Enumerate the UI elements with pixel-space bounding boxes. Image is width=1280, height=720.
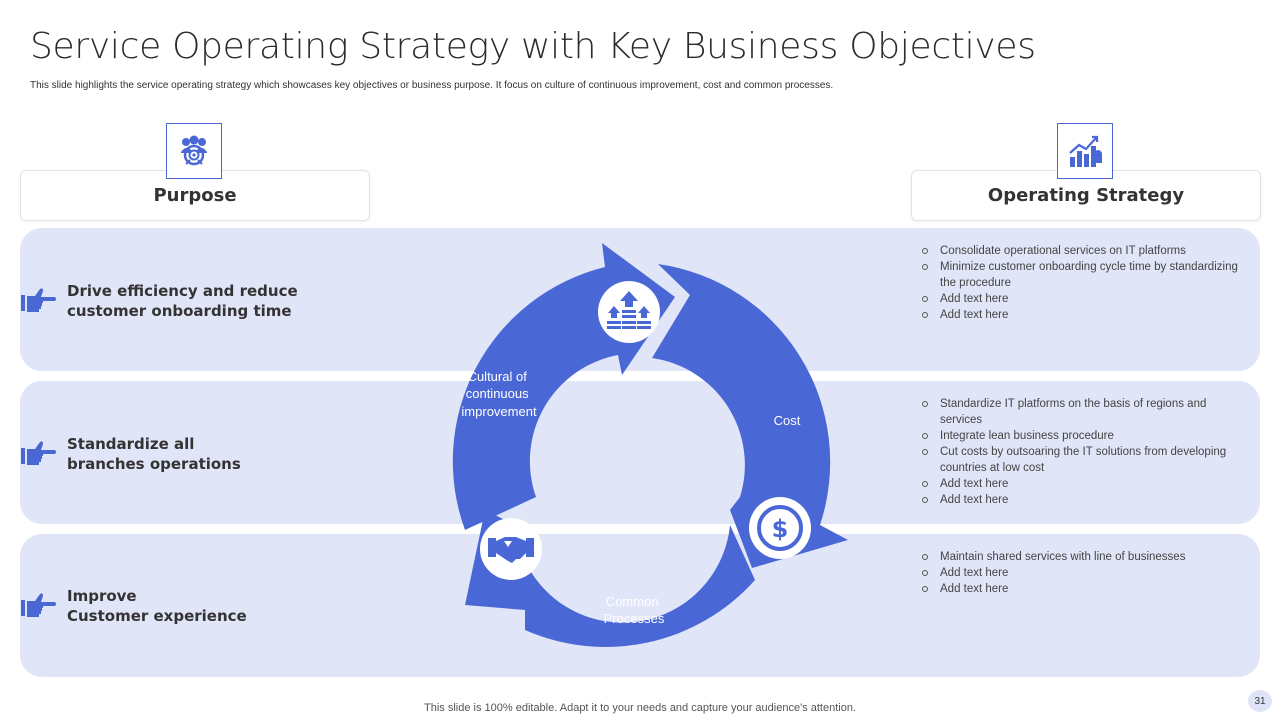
- team-target-icon: [181, 135, 207, 166]
- purpose-text: Drive efficiency and reduce customer onb…: [67, 282, 298, 320]
- purpose-icon-box: [166, 123, 222, 179]
- strategy-list: Standardize IT platforms on the basis of…: [920, 396, 1250, 508]
- list-item: Cut costs by outsoaring the IT solutions…: [920, 444, 1250, 476]
- strategy-list: Maintain shared services with line of bu…: [920, 549, 1250, 597]
- arrows-up-icon: [607, 291, 651, 329]
- page-number: 31: [1248, 690, 1272, 712]
- cycle-segment-common: [465, 510, 755, 647]
- strategy-icon-box: [1057, 123, 1113, 179]
- pointing-hand-icon: [21, 593, 56, 617]
- pointing-hand-icon: [21, 441, 56, 465]
- cycle-label-cost: Cost: [774, 413, 801, 428]
- list-item: Minimize customer onboarding cycle time …: [920, 259, 1250, 291]
- handshake-icon: [488, 537, 534, 563]
- cycle-label-common: Common Processes: [604, 594, 665, 626]
- dollar-icon: $: [757, 505, 803, 551]
- cycle-diagram: $ Cultural of continuous improvement Cos…: [452, 243, 848, 647]
- list-item: Consolidate operational services on IT p…: [920, 243, 1250, 259]
- list-item: Add text here: [920, 291, 1250, 307]
- slide-title: Service Operating Strategy with Key Busi…: [30, 26, 1036, 67]
- cycle-label-improvement: Cultural of continuous improvement: [461, 369, 537, 419]
- list-item: Maintain shared services with line of bu…: [920, 549, 1250, 565]
- row-band-3: [20, 534, 1260, 677]
- slide-subtitle: This slide highlights the service operat…: [30, 80, 834, 91]
- svg-text:$: $: [772, 515, 789, 543]
- list-item: Add text here: [920, 307, 1250, 323]
- pointing-hand-icon: [21, 288, 56, 312]
- list-item: Add text here: [920, 492, 1250, 508]
- purpose-text: Standardize all branches operations: [67, 435, 241, 473]
- purpose-text: Improve Customer experience: [67, 587, 247, 625]
- footer-note: This slide is 100% editable. Adapt it to…: [424, 702, 856, 714]
- list-item: Add text here: [920, 476, 1250, 492]
- list-item: Standardize IT platforms on the basis of…: [920, 396, 1250, 428]
- growth-chart-icon: [1069, 135, 1102, 167]
- list-item: Add text here: [920, 565, 1250, 581]
- strategy-list: Consolidate operational services on IT p…: [920, 243, 1250, 323]
- row-band-2: [20, 381, 1260, 524]
- cycle-segment-cost: [652, 264, 848, 568]
- list-item: Integrate lean business procedure: [920, 428, 1250, 444]
- list-item: Add text here: [920, 581, 1250, 597]
